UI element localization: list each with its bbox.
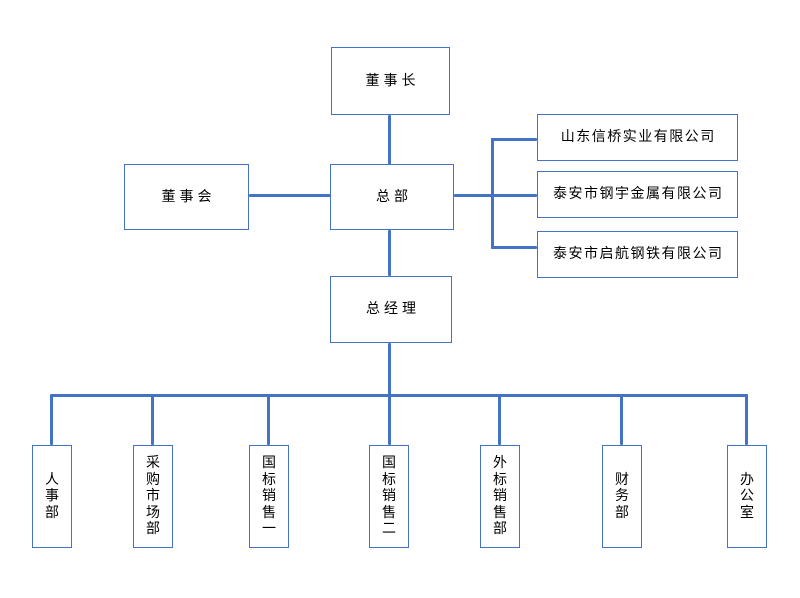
dept-label: 国标销售二	[382, 455, 396, 538]
node-board: 董事会	[124, 164, 249, 230]
node-dept-procurement-market: 采购市场部	[133, 445, 173, 548]
connector-bracket-vertical	[491, 138, 494, 249]
connector-stub-subsidiary-3	[491, 246, 537, 249]
node-dept-hr: 人事部	[32, 445, 72, 548]
node-dept-national-sales-1: 国标销售一	[249, 445, 289, 548]
connector-chairman-headquarters	[388, 115, 391, 165]
connector-drop-dept-7	[745, 394, 748, 445]
connector-drop-dept-6	[620, 394, 623, 445]
node-subsidiary-2: 泰安市钢宇金属有限公司	[537, 171, 738, 218]
dept-label: 办公室	[740, 471, 754, 521]
dept-label: 人事部	[45, 471, 59, 521]
connector-headquarters-general-manager	[388, 230, 391, 276]
connector-drop-dept-1	[50, 394, 53, 445]
connector-drop-dept-2	[151, 394, 154, 445]
node-dept-finance: 财务部	[602, 445, 642, 548]
connector-distributor-bus	[51, 394, 748, 397]
node-subsidiary-1: 山东信桥实业有限公司	[537, 114, 738, 161]
connector-headquarters-bracket	[454, 194, 537, 197]
dept-label: 采购市场部	[146, 455, 160, 538]
node-general-manager: 总经理	[330, 276, 452, 343]
node-dept-national-sales-2: 国标销售二	[369, 445, 409, 548]
node-dept-office: 办公室	[727, 445, 767, 548]
node-headquarters: 总部	[330, 164, 454, 230]
dept-label: 财务部	[615, 471, 629, 521]
dept-label: 国标销售一	[262, 455, 276, 538]
node-chairman: 董事长	[331, 47, 450, 115]
node-subsidiary-3: 泰安市启航钢铁有限公司	[537, 231, 738, 278]
dept-label: 外标销售部	[493, 455, 507, 538]
connector-board-headquarters	[249, 194, 331, 197]
connector-stub-subsidiary-1	[491, 138, 537, 141]
connector-drop-dept-3	[267, 394, 270, 445]
node-dept-external-sales: 外标销售部	[480, 445, 520, 548]
connector-drop-dept-5	[498, 394, 501, 445]
